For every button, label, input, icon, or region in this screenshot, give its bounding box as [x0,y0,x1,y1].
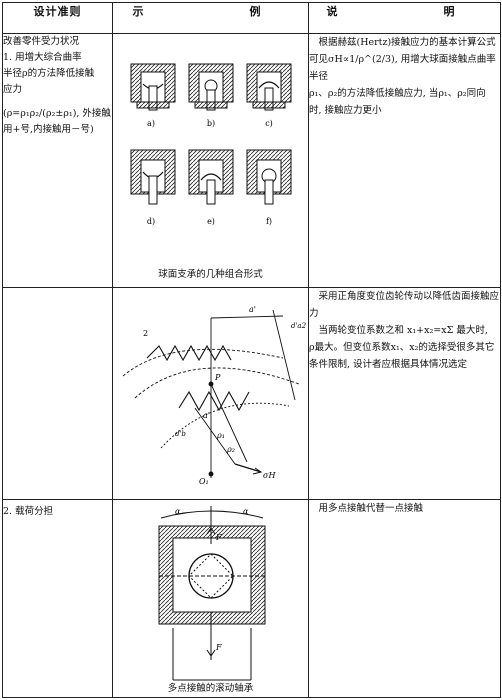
figure-label-b: b) [207,119,215,128]
spherical-support-figures: a) b) c) [130,63,292,226]
explanation-line: 采用正角度变位齿轮传动以降低齿面接触应 [318,291,500,302]
explanation-cell: 用多点接触代替一点接触 [308,499,501,698]
criterion-line: 应力 [3,84,23,95]
bearing-label-force-top: F [215,533,222,542]
explanation-line: 用多点接触代替一点接触 [318,503,424,514]
criterion-load-sharing: 2. 载荷分担 [3,506,54,517]
criterion-cell: 2. 载荷分担 [2,499,113,698]
header-explanation: 说 明 [308,2,501,34]
criterion-line: 半径ρ的方法降低接触 [3,68,95,79]
gear-label-o1: O₁ [199,477,209,486]
gear-label-alpha: a' [203,411,210,420]
explanation-line: 时, 接触应力更小 [309,105,382,116]
figure-label-f: f) [266,217,272,226]
gear-label-2: 2 [143,329,148,338]
table-row: 改善零件受力状况 1. 用增大综合曲率 半径ρ的方法降低接触 应力 (ρ=ρ₁ρ… [2,33,501,288]
header-design-criterion: 设计准则 [2,2,113,34]
example-cell-gear-mesh: 2 a' d'a2 P a' d'b ρ₁ ρ₂ σH O₁ [112,287,309,500]
gear-label-rho2: ρ₂ [226,445,235,454]
gear-label-rho1: ρ₁ [216,431,225,440]
example-cell-spherical-supports: a) b) c) [112,33,309,288]
figure-label-d: d) [147,217,155,226]
bearing-label-force-bottom: F [215,643,222,652]
explanation-cell: 采用正角度变位齿轮传动以降低齿面接触应 力 当两轮变位系数之和 x₁+x₂=xΣ… [308,287,501,500]
figure-label-c: c) [265,119,273,128]
table-header-row: 设计准则 示 例 说 明 [2,2,501,34]
criterion-formula: (ρ=ρ₁ρ₂/(ρ₂±ρ₁), 外接触 [3,108,111,119]
gear-label-db: d'b [175,430,186,438]
gear-label-p: P [214,373,221,382]
support-figure-c [246,63,292,111]
bearing-label-alpha-right: α [243,507,249,516]
bearing-label-alpha-left: α [175,507,181,516]
support-figure-e [188,149,234,205]
criterion-cell: 改善零件受力状况 1. 用增大综合曲率 半径ρ的方法降低接触 应力 (ρ=ρ₁ρ… [2,33,113,288]
criterion-cell-empty [2,287,113,500]
support-figure-d [130,149,176,205]
gear-mesh-figure: 2 a' d'a2 P a' d'b ρ₁ ρ₂ σH O₁ [122,305,307,486]
criterion-line: 1. 用增大综合曲率 [3,52,82,63]
support-figure-b [188,63,234,111]
explanation-line: 条件限制, 设计者应根据具体情况选定 [309,359,468,370]
explanation-cell: 根据赫兹(Hertz)接触应力的基本计算公式 可见σH∝1/ρ^(2/3), 用… [308,33,501,288]
explanation-line: ρ₁、ρ₂的方法降低接触应力, 当ρ₁、ρ₂同向 [309,88,486,99]
explanation-line: 可见σH∝1/ρ^(2/3), 用增大球面接触点曲率半径 [309,54,496,82]
gear-label-center-distance: a' [249,305,256,314]
header-example: 示 例 [112,2,309,34]
figure-caption-bearing: 多点接触的滚动轴承 [167,683,254,694]
explanation-line: 力 [309,308,319,319]
figure-caption-spherical-supports: 球面支承的几种组合形式 [158,269,263,280]
criterion-line: 改善零件受力状况 [3,36,80,47]
criterion-line: 用+号,内接触用－号) [3,124,94,135]
gear-label-sigma-h: σH [263,471,276,480]
explanation-line: ρ最大。但变位系数x₁、x₂的选择受很多其它 [309,342,495,353]
multipoint-bearing-figure: α α F F [158,506,266,681]
support-figure-f [246,149,292,205]
explanation-line: 根据赫兹(Hertz)接触应力的基本计算公式 [318,37,496,48]
table-row: 2 a' d'a2 P a' d'b ρ₁ ρ₂ σH O₁ 采用正角度变位齿轮… [2,287,501,500]
example-cell-bearing: α α F F 多点接触的滚动轴承 [112,499,309,698]
figure-label-e: e) [207,217,215,226]
figure-label-a: a) [147,119,155,128]
gear-label-da2: d'a2 [291,322,307,330]
support-figure-a [130,63,176,111]
table-row: 2. 载荷分担 [2,499,501,698]
explanation-line: 当两轮变位系数之和 x₁+x₂=xΣ 最大时, [318,325,488,336]
